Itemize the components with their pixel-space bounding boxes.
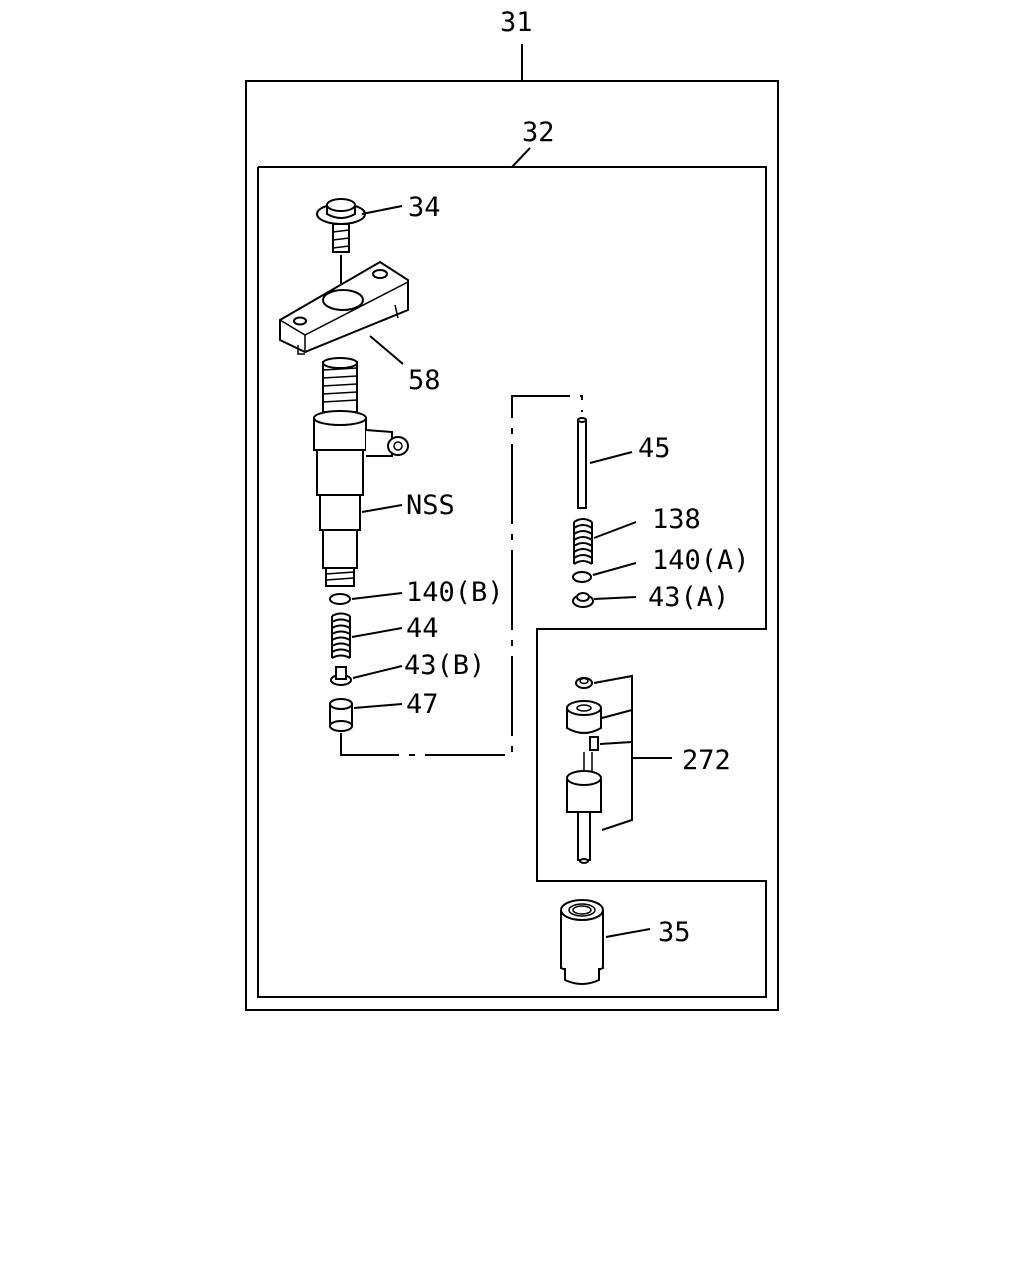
leader-138 [593, 521, 637, 539]
leader-140b [351, 592, 403, 600]
leader-44 [351, 627, 403, 638]
leader-140a [592, 562, 637, 576]
label-43b: 43(B) [404, 650, 485, 681]
leader-45 [589, 451, 633, 464]
washer-140b [329, 593, 351, 605]
label-47: 47 [406, 689, 439, 720]
clamp-58 [279, 260, 409, 355]
leader-43b [352, 665, 403, 679]
label-140b: 140(B) [406, 577, 504, 608]
label-45: 45 [638, 433, 671, 464]
label-35: 35 [658, 917, 691, 948]
link-line [340, 395, 583, 756]
inner-frame [257, 166, 767, 998]
spring-138 [573, 518, 593, 565]
leader-34 [361, 205, 403, 215]
rod-45 [577, 417, 587, 509]
label-44: 44 [406, 613, 439, 644]
leader-47 [353, 703, 403, 709]
leader-nss [361, 504, 403, 513]
outer-frame [245, 80, 779, 1011]
nut-35 [560, 899, 604, 985]
injector-body-nss [313, 357, 409, 587]
label-272: 272 [682, 745, 731, 776]
label-138: 138 [652, 504, 701, 535]
leader-43a [593, 596, 637, 600]
bolt-34 [316, 198, 366, 305]
spring-44 [331, 612, 351, 660]
label-140a: 140(A) [652, 545, 750, 576]
nozzle-assembly-272 [566, 674, 672, 864]
washer-140a [572, 571, 592, 583]
label-43a: 43(A) [648, 582, 729, 613]
seat-43b [330, 666, 352, 686]
seat-43a [572, 592, 594, 608]
leader-58 [369, 335, 404, 365]
leader-32 [511, 147, 531, 168]
label-58: 58 [408, 365, 441, 396]
label-31: 31 [500, 7, 533, 38]
label-32: 32 [522, 117, 555, 148]
label-nss: NSS [406, 490, 455, 521]
leader-35 [605, 928, 651, 938]
label-34: 34 [408, 192, 441, 223]
cap-47 [329, 698, 353, 732]
